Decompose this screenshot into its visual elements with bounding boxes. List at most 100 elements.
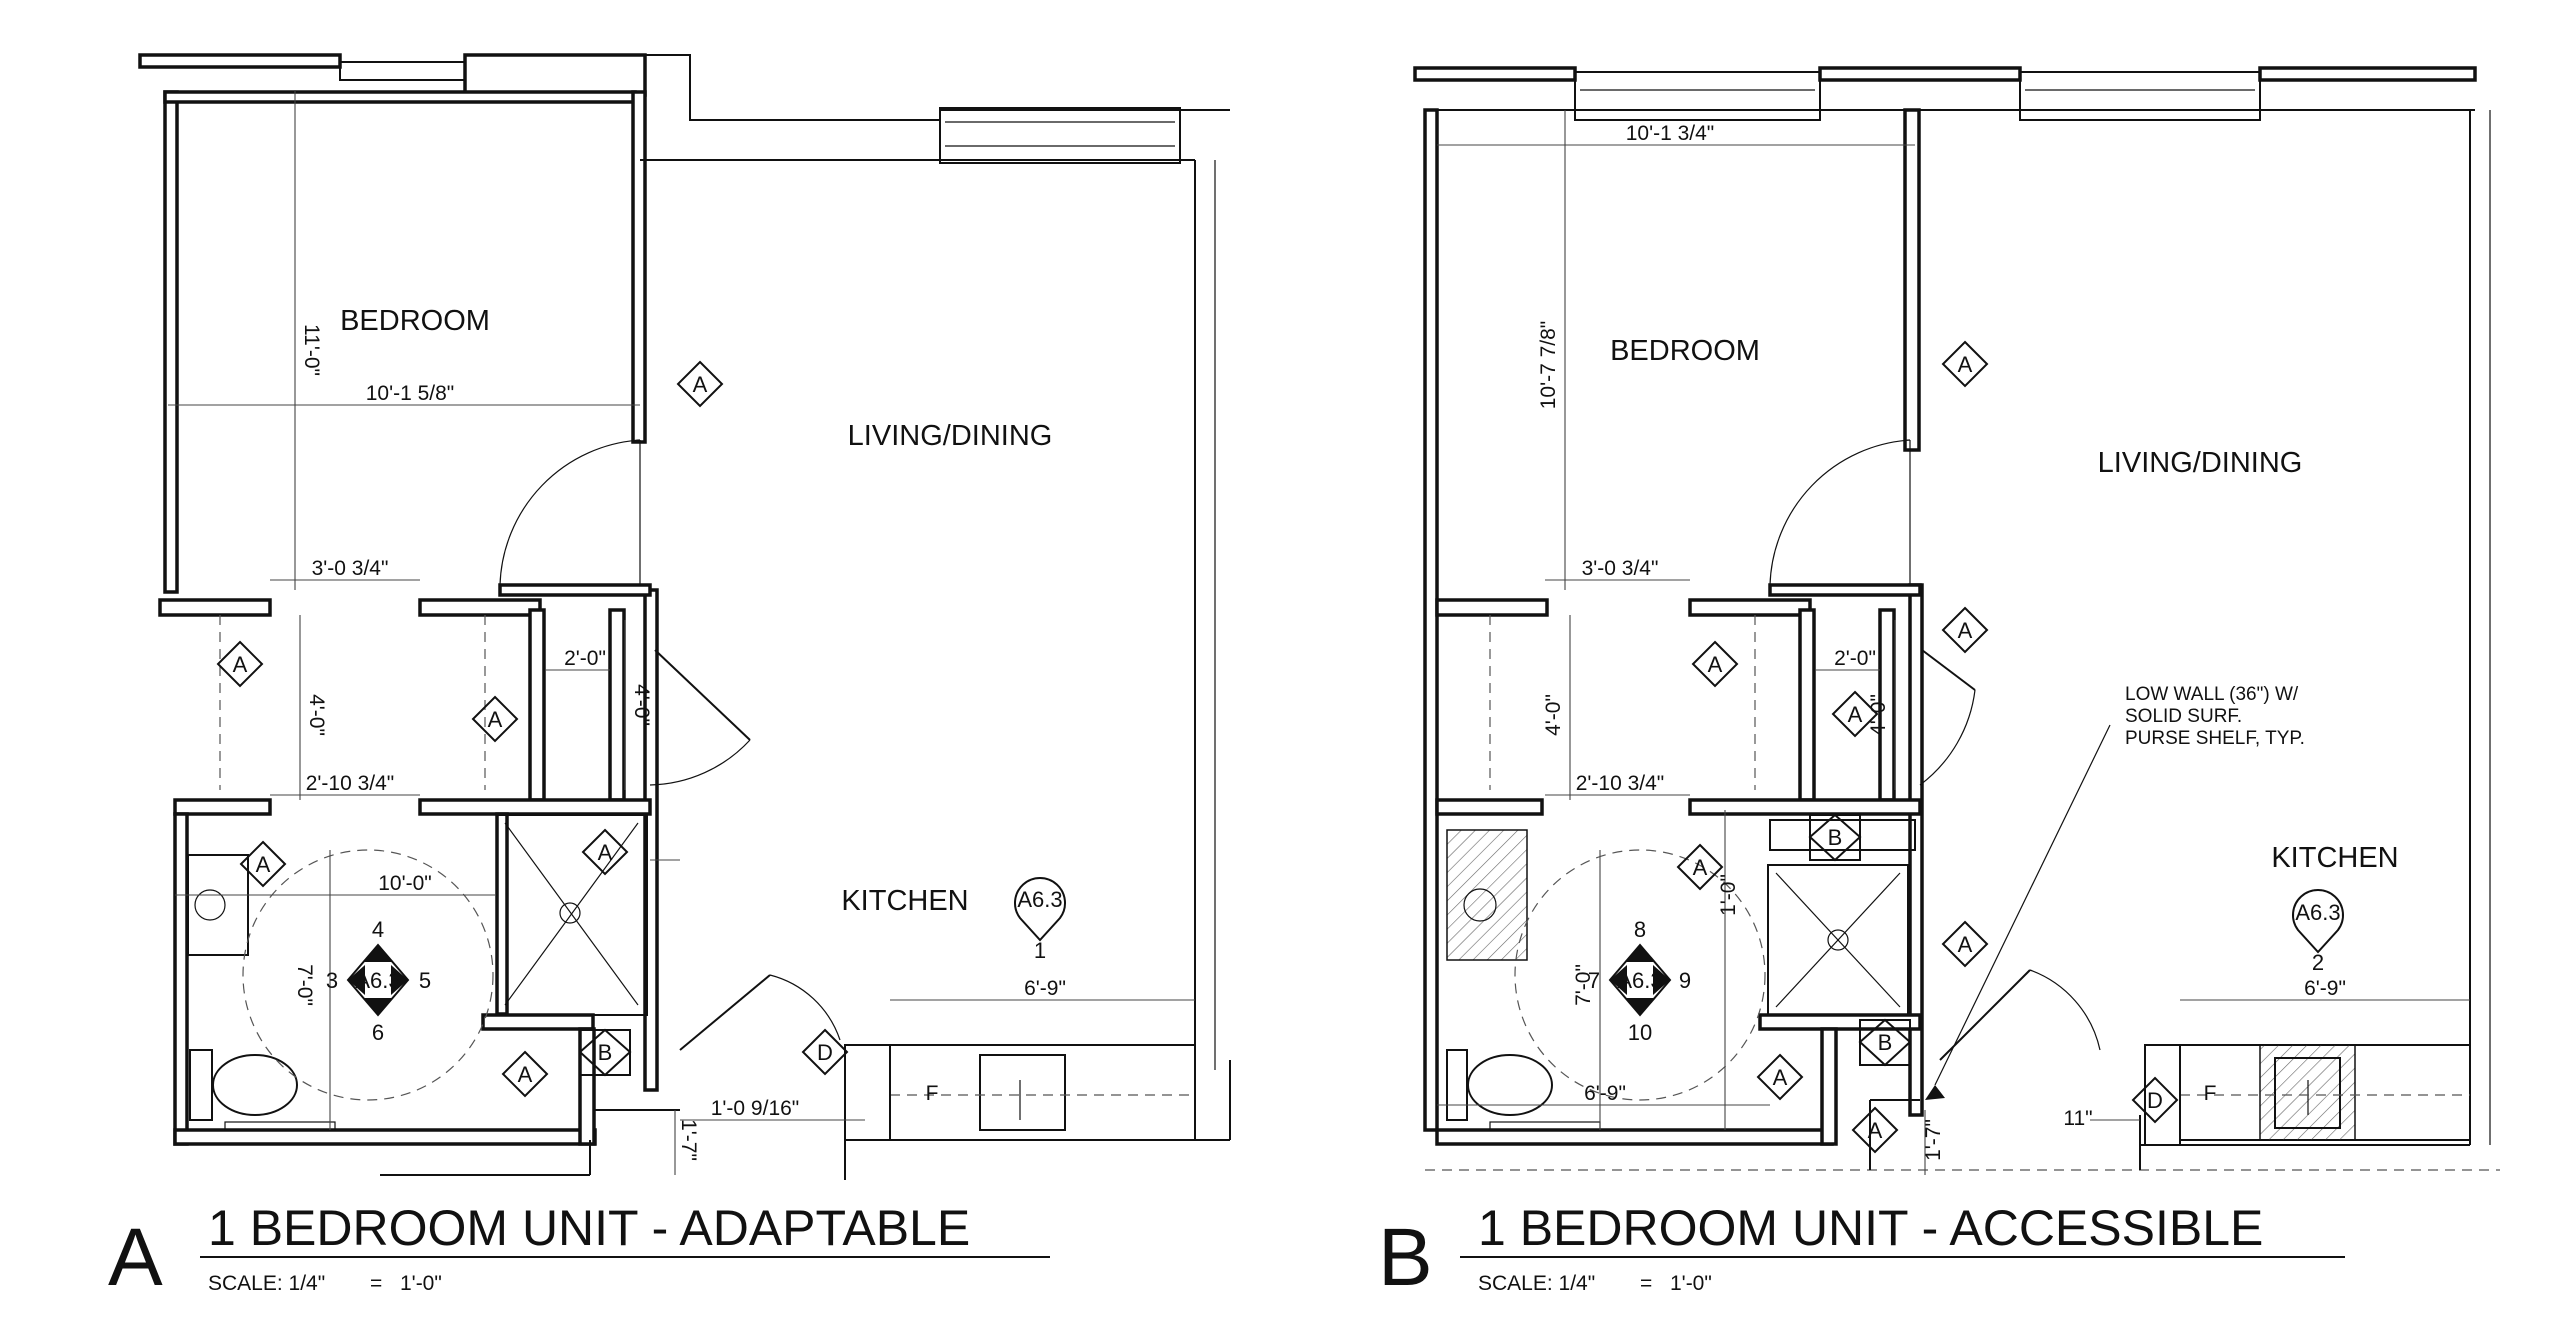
plan-b-exterior-top (1413, 66, 2477, 121)
plan-b-wall-tag: A (1691, 640, 1739, 688)
plan-b-kitchen-label: KITCHEN (2271, 842, 2398, 874)
svg-text:7: 7 (1588, 968, 1600, 993)
plan-a-dim-counter: 6'-9" (1024, 977, 1066, 1000)
plan-a-dim-bath-width: 10'-0" (378, 872, 432, 895)
svg-text:A6.3: A6.3 (2295, 900, 2340, 925)
plan-b-letter: B (1378, 1212, 1433, 1303)
svg-text:A: A (598, 840, 613, 865)
svg-text:3: 3 (326, 968, 338, 993)
plan-b-walls (1423, 108, 2500, 1171)
plan-b-dim-small-height: 4'-0" (1867, 694, 1890, 736)
plan-b-wall-tag: A (1941, 340, 1989, 388)
plan-a-dim-bed-height: 11'-0" (300, 324, 323, 376)
svg-text:A: A (1708, 652, 1723, 677)
plan-b-dim-bath-door: 2'-10 3/4" (1576, 772, 1665, 795)
plan-a-scale-eq: = (370, 1272, 382, 1295)
plan-b-dim-entry: 11" (2063, 1107, 2092, 1130)
plan-b-wall-tag: A (1941, 920, 1989, 968)
svg-text:A: A (1868, 1118, 1883, 1143)
plan-b-dim-bath-left: 1'-0" (1717, 874, 1740, 916)
plan-b-scale-label: SCALE: 1/4" (1478, 1272, 1595, 1295)
plan-b-dimension-lines (1437, 110, 2470, 1175)
plan-b-dim-bath-width: 6'-9" (1584, 1082, 1626, 1105)
svg-text:A: A (1958, 352, 1973, 377)
plan-b-dim-bath-height: 7'-0" (1572, 964, 1595, 1006)
svg-text:A6.3: A6.3 (1017, 887, 1062, 912)
plan-b-wall-tag: A (1941, 606, 1989, 654)
plan-a-dim-entry: 1'-0 9/16" (711, 1097, 800, 1120)
svg-text:6: 6 (372, 1020, 384, 1045)
svg-text:A: A (693, 372, 708, 397)
plan-a-wall-tag: A (501, 1050, 549, 1098)
plan-a-dim-closet-height: 4'-0" (305, 694, 328, 736)
plan-b-door-tag-d: D (2131, 1076, 2179, 1124)
svg-text:D: D (2147, 1088, 2163, 1113)
plan-b-note-line-1: LOW WALL (36") W/ (2125, 684, 2299, 705)
plan-b-title: 1 BEDROOM UNIT - ACCESSIBLE (1478, 1200, 2263, 1256)
plan-b-section-ref: A6.3 2 (2292, 889, 2344, 975)
plan-b-bedroom-label: BEDROOM (1610, 335, 1760, 367)
plan-b-turning-marker: A6.3 8 7 9 10 (1588, 917, 1691, 1045)
plan-b-wall-tag: A (1831, 690, 1879, 738)
plan-a-door-tag-b: B (578, 1028, 632, 1077)
plan-b-scale-eq: = (1640, 1272, 1652, 1295)
plan-a-title: 1 BEDROOM UNIT - ADAPTABLE (208, 1200, 970, 1256)
plan-a-wall-tag: A (216, 640, 264, 688)
plan-a-wall-tag: A (239, 840, 287, 888)
plan-b-wall-tag: A (1676, 843, 1724, 891)
plan-b-dim-stub: 1'-7" (1922, 1119, 1945, 1161)
plan-a: BEDROOM LIVING/DINING KITCHEN 11'-0" 10'… (108, 53, 1231, 1303)
plan-a-turning-marker: A6.3 4 3 5 6 (326, 917, 431, 1045)
plan-b-dim-counter: 6'-9" (2304, 977, 2346, 1000)
svg-text:A: A (518, 1062, 533, 1087)
plan-a-wall-tag: A (471, 695, 519, 743)
plan-b-note-line-3: PURSE SHELF, TYP. (2125, 728, 2305, 749)
plan-b-living-label: LIVING/DINING (2098, 447, 2303, 479)
svg-text:A: A (488, 707, 503, 732)
svg-text:A: A (1848, 702, 1863, 727)
svg-text:A6.3: A6.3 (1617, 968, 1662, 993)
plan-a-walls (158, 90, 1231, 1180)
plan-a-door-tag-d: D (801, 1028, 849, 1076)
plan-a-dim-small-height: 4'-0" (630, 684, 653, 726)
plan-a-dim-bed-width: 10'-1 5/8" (366, 382, 455, 405)
plan-a-dim-closet-width: 3'-0 3/4" (312, 557, 389, 580)
plan-a-dim-stub: 1'-7" (677, 1119, 700, 1161)
plan-b-dim-small-width: 2'-0" (1834, 647, 1876, 670)
plan-b-wall-tag: A (1756, 1053, 1804, 1101)
plan-a-scale-value: 1'-0" (400, 1272, 442, 1295)
svg-text:5: 5 (419, 968, 431, 993)
plan-b-dim-closet-width: 3'-0 3/4" (1582, 557, 1659, 580)
plan-a-dimension-lines (168, 90, 1195, 1175)
svg-text:A: A (1773, 1065, 1788, 1090)
svg-text:A: A (1958, 618, 1973, 643)
svg-text:1: 1 (1034, 938, 1046, 963)
svg-text:D: D (817, 1040, 833, 1065)
plan-a-dim-bath-height: 7'-0" (293, 964, 316, 1006)
plan-b-scale-value: 1'-0" (1670, 1272, 1712, 1295)
plan-a-section-ref: A6.3 1 (1014, 877, 1066, 963)
svg-text:B: B (1878, 1030, 1893, 1055)
svg-text:9: 9 (1679, 968, 1691, 993)
plan-a-kitchen-label: KITCHEN (841, 885, 968, 917)
svg-text:B: B (598, 1040, 613, 1065)
plan-a-dim-small-width: 2'-0" (564, 647, 606, 670)
plan-b-dim-bed-height: 10'-7 7/8" (1537, 321, 1560, 410)
svg-text:A6.3: A6.3 (355, 968, 400, 993)
plan-a-wall-tag: A (676, 360, 724, 408)
plan-b-dim-closet-height: 4'-0" (1542, 694, 1565, 736)
svg-text:A: A (233, 652, 248, 677)
svg-text:A: A (256, 852, 271, 877)
plan-a-exterior-top (138, 53, 1230, 164)
svg-text:B: B (1828, 825, 1843, 850)
plan-b-note-line-2: SOLID SURF. (2125, 706, 2242, 727)
plan-a-scale-label: SCALE: 1/4" (208, 1272, 325, 1295)
plan-b-door-tag-b: B (1858, 1018, 1912, 1067)
svg-text:A: A (1693, 855, 1708, 880)
plan-b: BEDROOM LIVING/DINING KITCHEN 10'-1 3/4"… (1378, 66, 2500, 1303)
svg-text:4: 4 (372, 917, 384, 942)
plan-a-wall-tag: A (581, 828, 629, 876)
svg-text:A: A (1958, 932, 1973, 957)
plan-b-door-tag-b: B (1808, 813, 1862, 862)
